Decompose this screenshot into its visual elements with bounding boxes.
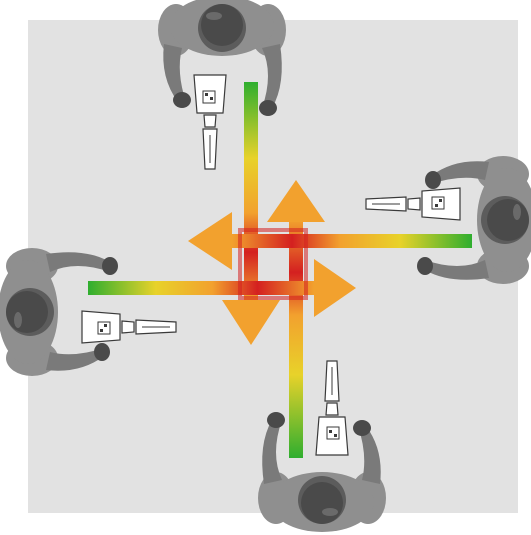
crossing-beams-diagram (0, 0, 531, 535)
